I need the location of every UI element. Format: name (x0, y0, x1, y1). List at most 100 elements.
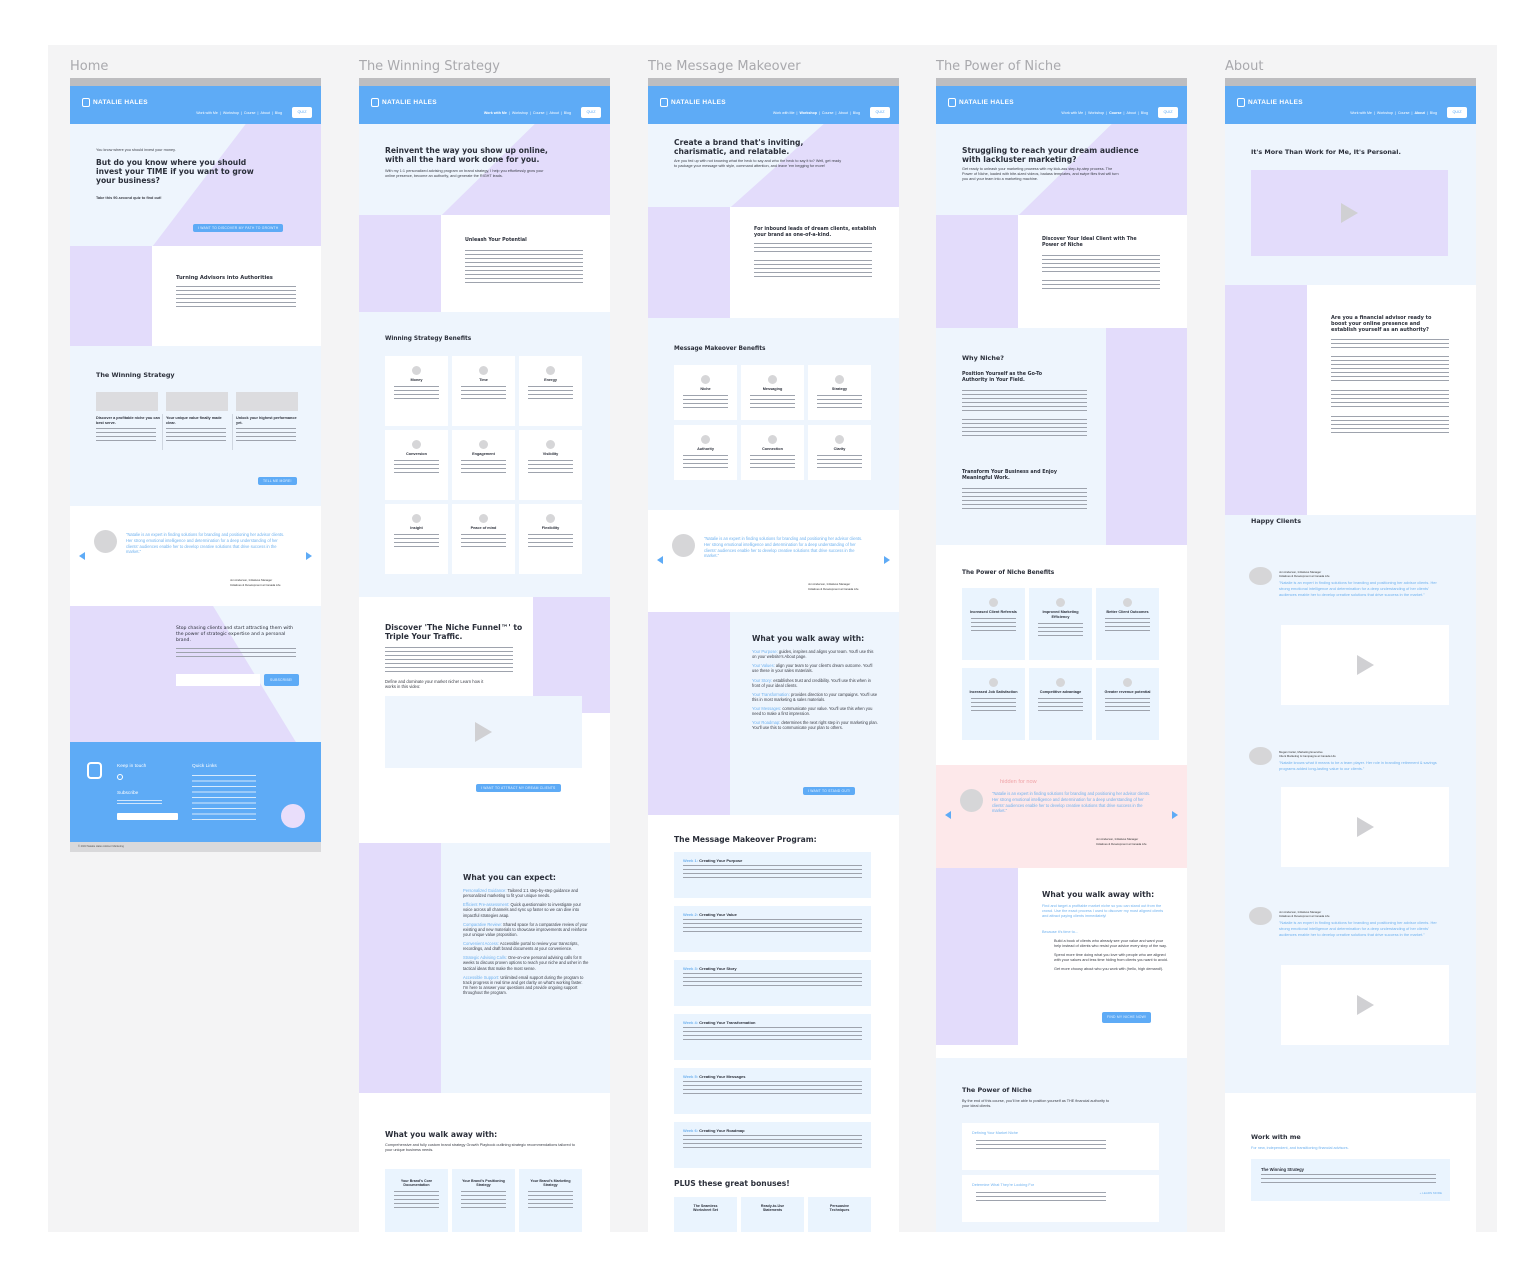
testimonial-author: Jon Anderson, Initiatives Manager (808, 582, 851, 586)
nav-link-work-with-me[interactable]: Work with Me (772, 111, 795, 115)
client-video[interactable] (1281, 965, 1449, 1045)
learn-more-link[interactable]: + LEARN MORE (1419, 1191, 1442, 1195)
benefit-icon (701, 375, 710, 384)
nav-link-course[interactable]: Course (243, 111, 256, 115)
linkedin-icon[interactable] (117, 774, 123, 780)
tell-me-more-button[interactable]: TELL ME MORE! (258, 477, 297, 485)
work-card[interactable]: The Winning Strategy + LEARN MORE (1251, 1159, 1450, 1201)
benefits-title: The Power of Niche Benefits (962, 570, 1055, 576)
nav-separator: | (1123, 111, 1125, 115)
nav-link-blog[interactable]: Blog (274, 111, 282, 115)
brand-name: NATALIE HALES (671, 99, 726, 106)
benefits-title: Message Makeover Benefits (674, 346, 766, 352)
nav-link-work-with-me[interactable]: Work with Me (196, 111, 218, 115)
work-card-text (1261, 1174, 1436, 1186)
avatar (94, 530, 117, 553)
nav-link-workshop[interactable]: Workshop (511, 111, 528, 115)
nav-link-workshop[interactable]: Workshop (1376, 111, 1393, 115)
module-card[interactable]: Determine What They're Looking For (962, 1175, 1159, 1222)
nav-link-blog[interactable]: Blog (852, 111, 860, 115)
find-niche-button[interactable]: FIND MY NICHE NOW! (1102, 1012, 1152, 1023)
nav-link-about[interactable]: About (260, 111, 270, 115)
arrow-left-icon[interactable] (657, 556, 663, 564)
chat-bubble-button[interactable] (281, 804, 305, 828)
week-card[interactable]: Week 3: Creating Your Story (674, 960, 871, 1006)
logo-icon (371, 98, 379, 107)
site-logo[interactable]: NATALIE HALES (660, 98, 726, 107)
arrow-right-icon[interactable] (884, 556, 890, 564)
nav-link-blog[interactable]: Blog (1140, 111, 1148, 115)
nav-link-about[interactable]: About (549, 111, 559, 115)
nav-link-course[interactable]: Course (1109, 111, 1122, 115)
site-logo[interactable]: NATALIE HALES (948, 98, 1014, 107)
bonus-title: PLUS these great bonuses! (674, 1179, 790, 1188)
item-text: Quick questionnaire to investigate your … (463, 902, 582, 918)
module-card[interactable]: Defining Your Market Niche (962, 1123, 1159, 1170)
arrow-left-icon[interactable] (945, 811, 951, 819)
nav-link-work-with-me[interactable]: Work with Me (483, 111, 507, 115)
video-player[interactable] (1251, 170, 1448, 256)
nav-link-about[interactable]: About (1126, 111, 1136, 115)
attract-clients-button[interactable]: I WANT TO ATTRACT MY DREAM CLIENTS (476, 784, 561, 792)
week-text (683, 919, 862, 935)
quiz-button[interactable]: QUIZ (1447, 107, 1467, 118)
week-card[interactable]: Week 1: Creating Your Purpose (674, 852, 871, 898)
why-subtitle-transform: Transform Your Business and Enjoy Meanin… (962, 470, 1057, 481)
arrow-right-icon[interactable] (1172, 811, 1178, 819)
discover-path-button[interactable]: I WANT TO DISCOVER MY PATH TO GROWTH (193, 224, 284, 232)
quiz-button[interactable]: QUIZ (1158, 107, 1178, 118)
nav-separator: | (1106, 111, 1108, 115)
walk-away-section: What you walk away with: Your Purpose: g… (648, 612, 899, 815)
hero-text: Get ready to unleash your marketing prow… (962, 167, 1119, 181)
nav-link-blog[interactable]: Blog (1429, 111, 1437, 115)
nav-separator: | (1395, 111, 1396, 115)
email-input[interactable] (176, 674, 260, 686)
site-logo[interactable]: NATALIE HALES (82, 98, 148, 107)
benefit-text (394, 460, 439, 474)
benefit-text (1105, 698, 1150, 712)
video-player[interactable] (385, 696, 582, 768)
stand-out-button[interactable]: I WANT TO STAND OUT! (803, 787, 856, 795)
deliverable-card: Your Brand's Positioning Strategy (452, 1169, 515, 1232)
nav-link-about[interactable]: About (838, 111, 848, 115)
hero-title: Struggling to reach your dream audience … (962, 146, 1139, 164)
client-video[interactable] (1281, 787, 1449, 867)
quick-links-list[interactable] (192, 775, 256, 823)
week-card[interactable]: Week 5: Creating Your Messages (674, 1068, 871, 1114)
week-card[interactable]: Week 4: Creating Your Transformation (674, 1014, 871, 1060)
funnel-title: Discover 'The Niche Funnel™' to Triple Y… (385, 623, 523, 641)
arrow-left-icon[interactable] (79, 552, 85, 560)
nav-link-workshop[interactable]: Workshop (222, 111, 239, 115)
nav-link-course[interactable]: Course (1397, 111, 1410, 115)
nav-link-workshop[interactable]: Workshop (799, 111, 817, 115)
footer-subscribe: Subscribe (117, 791, 139, 796)
why-niche-section: Why Niche? Position Yourself as the Go-T… (936, 328, 1187, 545)
advisors-section: Turning Advisors into Authorities (70, 246, 321, 346)
nav-link-work-with-me[interactable]: Work with Me (1350, 111, 1372, 115)
site-logo[interactable]: NATALIE HALES (1237, 98, 1303, 107)
quiz-button[interactable]: QUIZ (581, 107, 601, 118)
footer-email-input[interactable] (117, 813, 178, 820)
quiz-button[interactable]: QUIZ (292, 107, 312, 118)
week-card[interactable]: Week 6: Creating Your Roadmap (674, 1122, 871, 1168)
nav-link-workshop[interactable]: Workshop (1088, 111, 1105, 115)
nav-link-course[interactable]: Course (532, 111, 545, 115)
week-name: Creating Your Roadmap (698, 1128, 745, 1133)
nav-link-work-with-me[interactable]: Work with Me (1061, 111, 1084, 115)
deliverable-text (394, 1190, 439, 1211)
client-video[interactable] (1281, 625, 1449, 705)
hero-text: With my 1:1 personalized advising progra… (385, 169, 544, 178)
week-card[interactable]: Week 2: Creating Your Value (674, 906, 871, 952)
nav-link-blog[interactable]: Blog (563, 111, 571, 115)
strategy-section: The Winning Strategy Discover a profitab… (70, 346, 321, 506)
subscribe-button[interactable]: SUBSCRIBE! (264, 674, 299, 686)
walk-list: Your Purpose: guides, inspires and align… (752, 649, 878, 735)
nav-link-about[interactable]: About (1414, 111, 1425, 115)
arrow-right-icon[interactable] (306, 552, 312, 560)
nav-link-course[interactable]: Course (821, 111, 834, 115)
benefit-icon (546, 440, 555, 449)
hero-section: It's More Than Work for Me, It's Persona… (1225, 124, 1476, 285)
site-logo[interactable]: NATALIE HALES (371, 98, 437, 107)
quiz-button[interactable]: QUIZ (870, 107, 890, 118)
